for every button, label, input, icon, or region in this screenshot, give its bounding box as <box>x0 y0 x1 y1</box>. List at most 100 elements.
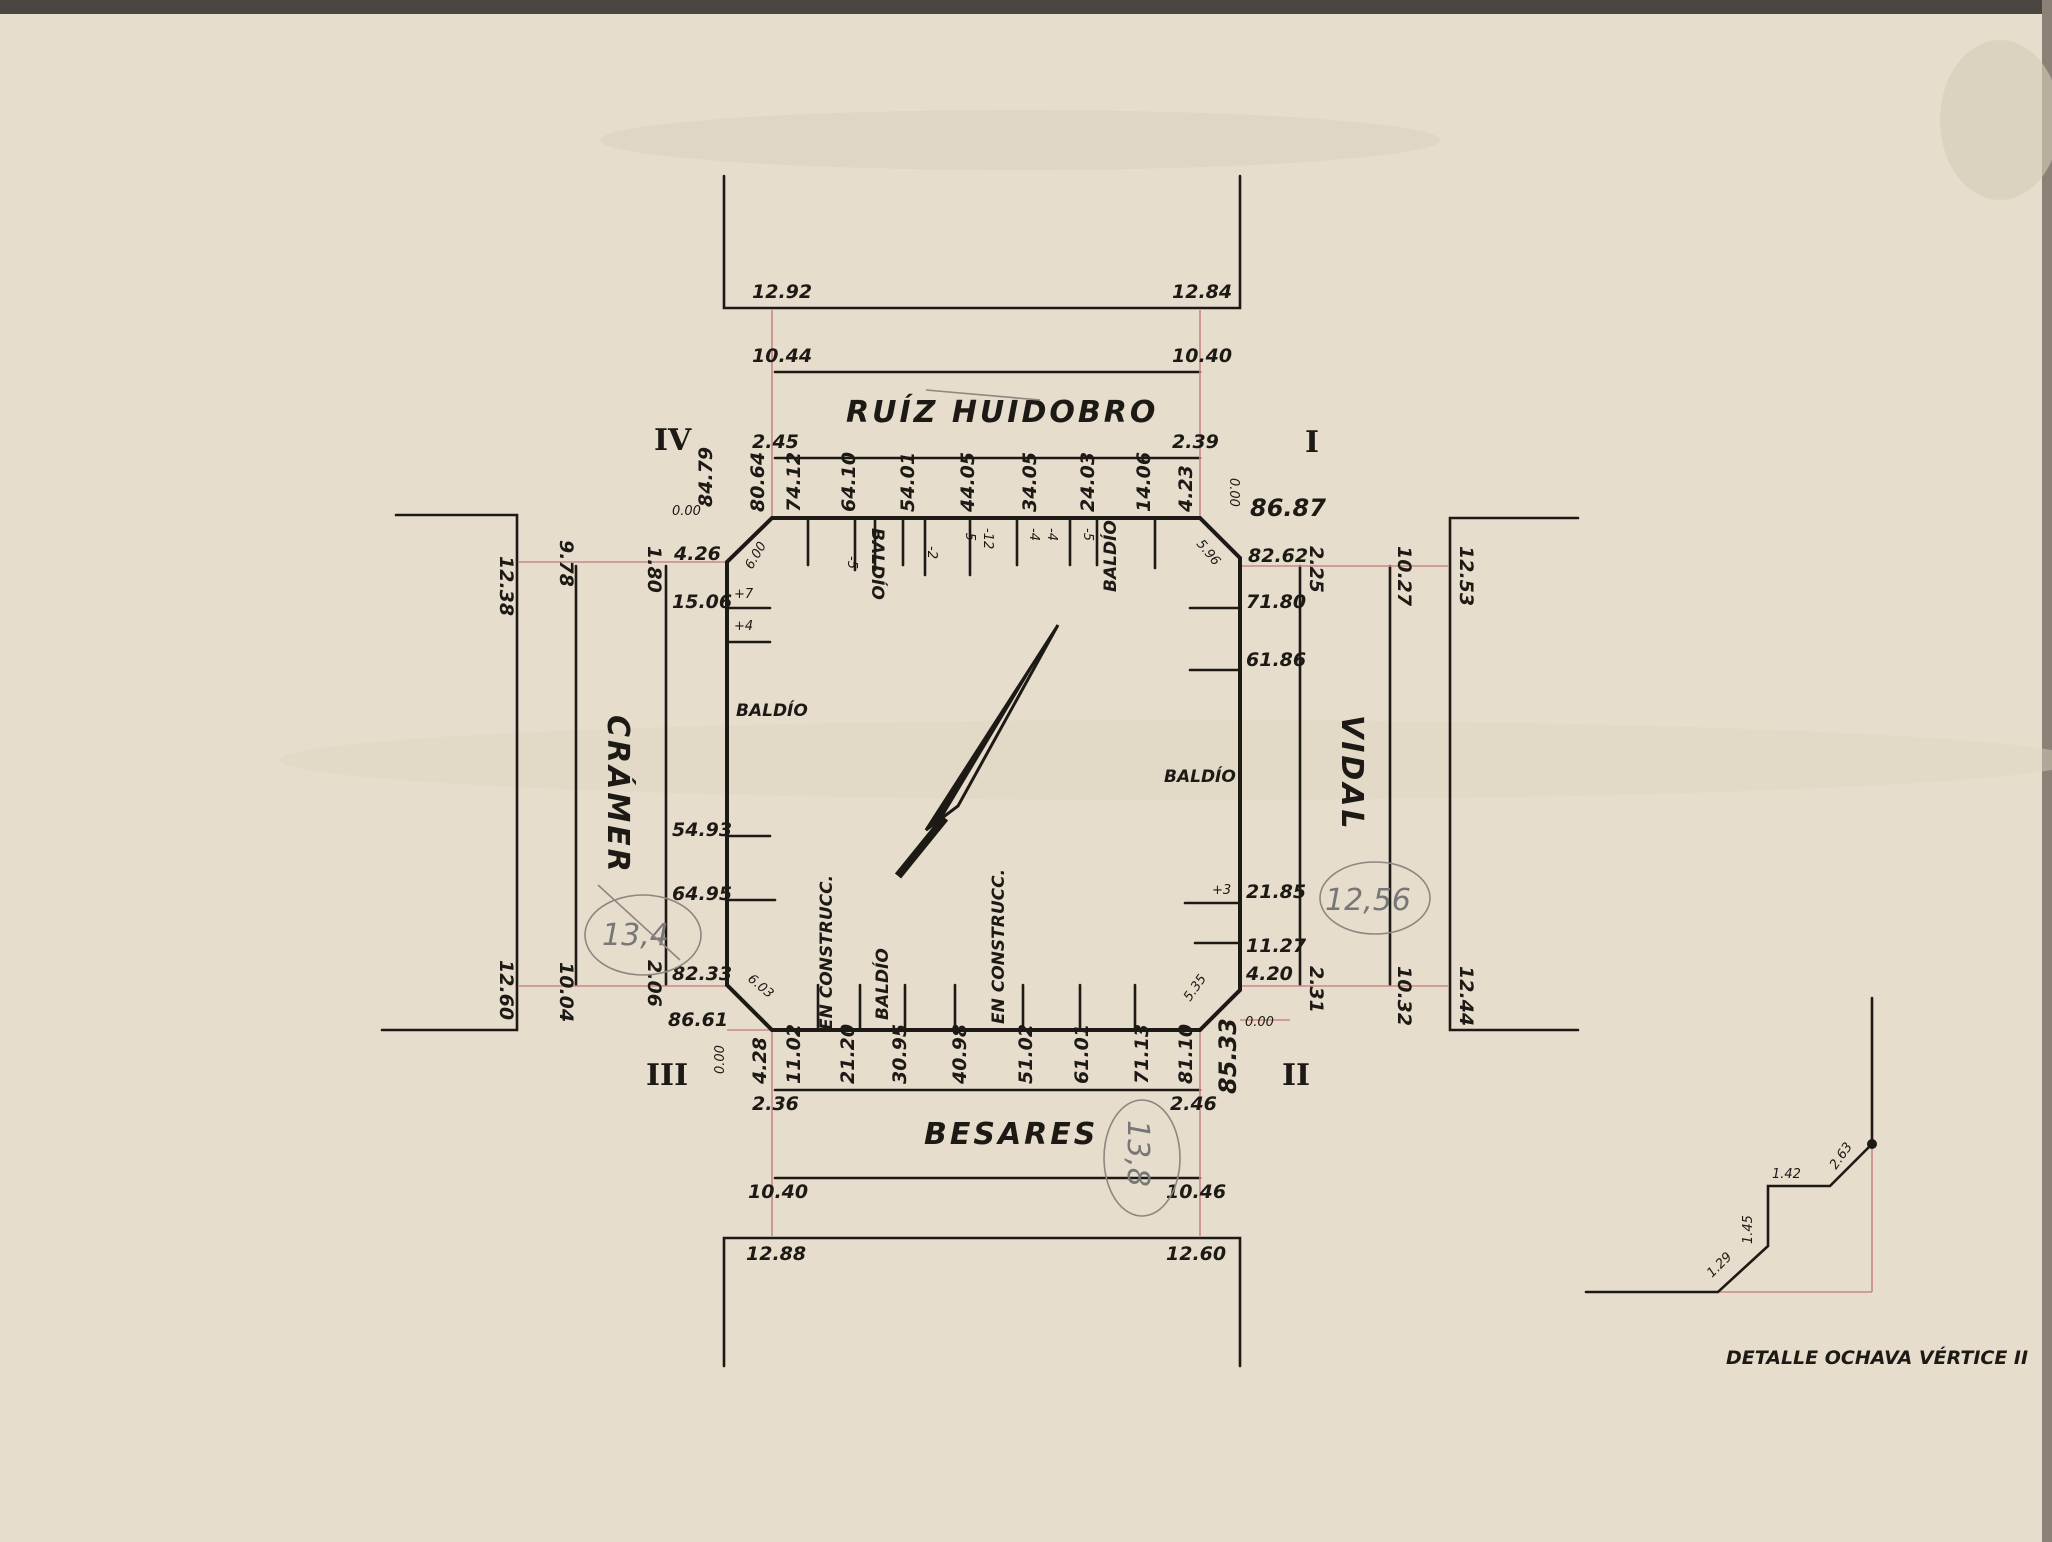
cota: 2.39 <box>1172 431 1219 453</box>
small-measure: -4 <box>1026 528 1041 541</box>
street-name-north: RUÍZ HUIDOBRO <box>846 394 1158 430</box>
vertex-III: III <box>646 1058 688 1093</box>
cota: 10.40 <box>748 1181 808 1203</box>
small-measure: +3 <box>1212 883 1231 898</box>
measure: 54.01 <box>897 452 919 512</box>
detail-value: 1.42 <box>1772 1167 1801 1182</box>
lot-label: BALDÍO <box>871 948 893 1020</box>
lot-label: BALDÍO <box>736 699 808 721</box>
measure: 71.13 <box>1131 1024 1153 1084</box>
south-measures: 4.28 11.02 21.20 30.95 40.98 51.02 61.01… <box>749 869 1242 1094</box>
lot-label: EN CONSTRUCC. <box>989 869 1009 1024</box>
measure: 82.62 <box>1248 545 1308 567</box>
cota: 12.44 <box>1455 966 1477 1026</box>
small-measure: -5 <box>962 528 977 541</box>
corner-measure: 84.79 <box>695 447 717 507</box>
measure: 21.20 <box>837 1024 859 1084</box>
cota: 1.80 <box>643 546 665 593</box>
zero-mark: 0.00 <box>1245 1015 1274 1030</box>
measure: 4.28 <box>749 1037 771 1085</box>
vertex-II: II <box>1282 1058 1310 1093</box>
measure: 15.06 <box>672 591 732 613</box>
street-name-south: BESARES <box>924 1117 1098 1152</box>
lot-label: BALDÍO <box>1164 765 1236 787</box>
measure: 30.95 <box>889 1024 911 1084</box>
cota: 2.25 <box>1305 546 1327 593</box>
handwritten-note: 12,56 <box>1325 883 1411 918</box>
vertex-IV: IV <box>654 423 692 458</box>
measure: 61.86 <box>1246 649 1306 671</box>
cota: 2.46 <box>1170 1093 1217 1115</box>
cota: 10.46 <box>1166 1181 1226 1203</box>
block-outline <box>725 516 1242 1032</box>
small-measure: -5 <box>844 556 859 569</box>
measure: 51.02 <box>1015 1024 1037 1084</box>
cota: 2.45 <box>752 431 799 453</box>
cota: 2.31 <box>1305 966 1327 1013</box>
street-name-west: CRÁMER <box>600 715 636 875</box>
measure: 82.33 <box>672 963 732 985</box>
lot-division-ticks <box>725 516 1242 1032</box>
cota: 12.60 <box>1166 1243 1226 1265</box>
measure: 4.26 <box>673 543 721 565</box>
measure: 24.03 <box>1077 452 1099 512</box>
measure: 11.02 <box>783 1024 805 1084</box>
pencil-annotations: 13,4 12,56 13,8 <box>584 389 1431 1217</box>
measure: 34.05 <box>1019 452 1041 512</box>
cota: 12.38 <box>495 556 517 616</box>
measure: 61.01 <box>1071 1024 1093 1084</box>
detail-title: DETALLE OCHAVA VÉRTICE II <box>1726 1346 2028 1369</box>
measure: 64.10 <box>838 452 860 512</box>
vertex-I: I <box>1305 425 1319 460</box>
red-reference-lines <box>518 310 1448 1236</box>
cota: 2.36 <box>752 1093 799 1115</box>
measure: 44.05 <box>957 452 979 513</box>
zero-mark: 0.00 <box>1226 478 1241 507</box>
small-measure: +4 <box>734 619 753 634</box>
zero-mark: 0.00 <box>672 504 701 519</box>
measure: 80.64 <box>747 452 769 512</box>
cota: 9.78 <box>555 540 577 587</box>
measure: 40.98 <box>949 1024 971 1085</box>
cota: 10.04 <box>555 962 577 1022</box>
measure: 85.33 <box>1214 1018 1242 1094</box>
measure: 21.85 <box>1246 881 1306 903</box>
cota: 12.60 <box>495 960 517 1020</box>
cota: 10.40 <box>1172 345 1232 367</box>
street-name-east: VIDAL <box>1334 715 1369 832</box>
cota: 10.27 <box>1393 546 1415 607</box>
cota: 12.53 <box>1455 546 1477 606</box>
small-measure: -12 <box>980 528 995 549</box>
detail-value: 1.45 <box>1741 1215 1756 1244</box>
handwritten-note: 13,4 <box>602 918 669 953</box>
chamfer-detail: 1.29 1.45 1.42 2.63 DETALLE OCHAVA VÉRTI… <box>1584 996 2028 1369</box>
measure: 54.93 <box>672 819 732 841</box>
west-measures: 4.26 15.06 54.93 64.95 82.33 86.61 +7 +4… <box>668 543 808 1031</box>
measure: 4.20 <box>1245 963 1293 985</box>
east-measures: 82.62 71.80 61.86 21.85 11.27 4.20 +3 BA… <box>1164 545 1308 985</box>
cota: 10.32 <box>1393 966 1415 1026</box>
cota: 2.06 <box>643 960 665 1007</box>
measure: 74.12 <box>783 452 805 512</box>
north-measures: 80.64 74.12 64.10 54.01 44.05 34.05 24.0… <box>747 452 1197 600</box>
measure: 4.23 <box>1175 465 1197 513</box>
lot-label: BALDÍO <box>867 528 889 600</box>
measure: 71.80 <box>1246 591 1306 613</box>
small-measure: +7 <box>734 587 754 602</box>
small-measure: -2 <box>924 546 939 559</box>
measure: 64.95 <box>672 883 732 905</box>
corner-measure: 86.87 <box>1250 494 1326 522</box>
measure: 14.06 <box>1133 452 1155 512</box>
measure: 86.61 <box>668 1009 728 1031</box>
cota: 12.92 <box>752 281 812 303</box>
small-measure: -5 <box>1080 528 1095 541</box>
cota: 10.44 <box>752 345 812 367</box>
measure: 81.10 <box>1175 1024 1197 1084</box>
small-measure: -4 <box>1044 528 1059 541</box>
cota: 12.88 <box>746 1243 806 1265</box>
lot-label: EN CONSTRUCC. <box>817 875 837 1030</box>
handwritten-note: 13,8 <box>1120 1120 1155 1187</box>
